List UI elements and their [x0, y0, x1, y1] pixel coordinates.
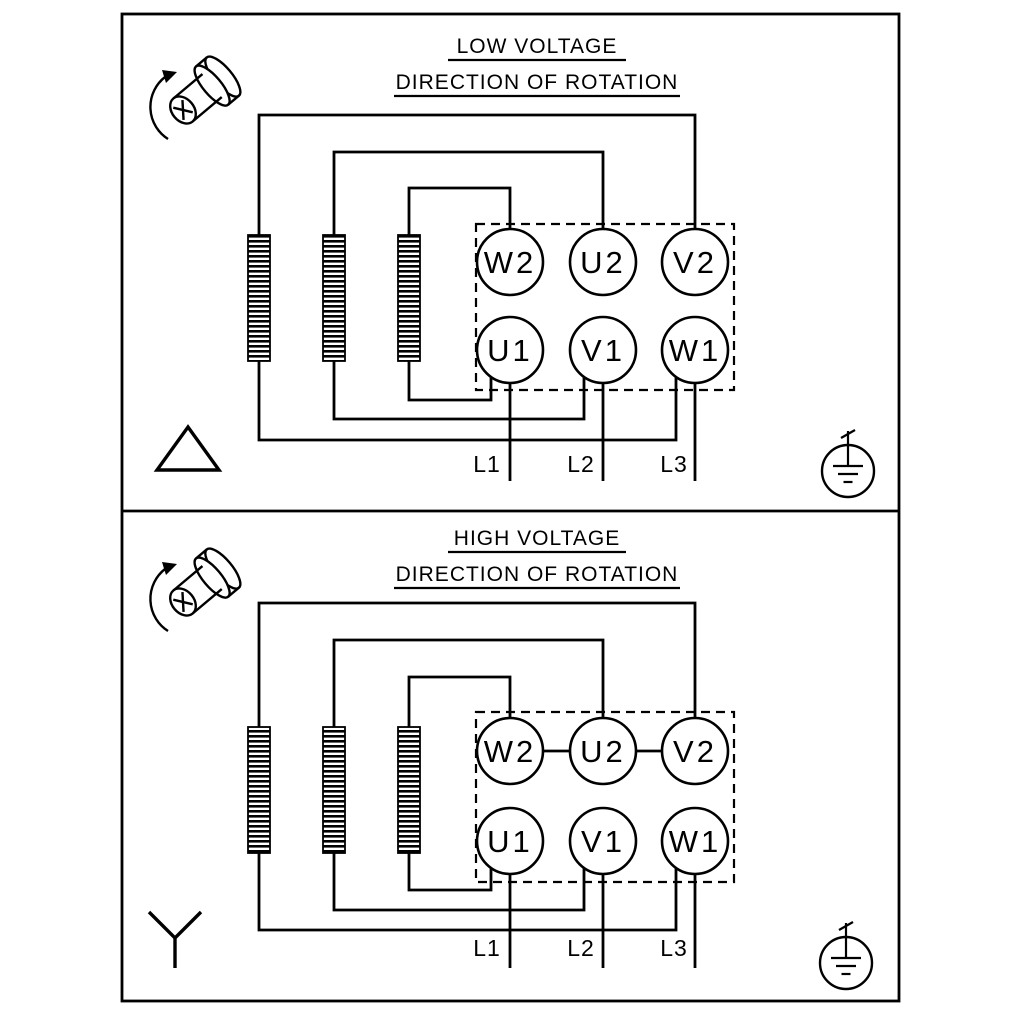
- terminal-label: U2: [580, 245, 626, 280]
- panel-title: LOW VOLTAGE: [457, 35, 618, 58]
- terminal-label: W1: [669, 333, 722, 368]
- wire-coil1-to-w1: [257, 853, 678, 932]
- line-label-l1: L1: [473, 451, 501, 477]
- terminal-w1: W1: [660, 806, 730, 876]
- terminal-v1: V1: [568, 806, 638, 876]
- terminal-label: U2: [580, 734, 626, 769]
- line-label-l1: L1: [473, 935, 501, 961]
- wire-coil1-to-w1: [257, 361, 678, 442]
- wire-coil1-to-v2: [257, 601, 697, 727]
- high-voltage-panel: HIGH VOLTAGE DIRECTION OF ROTATION W2: [147, 527, 874, 991]
- panel-title: HIGH VOLTAGE: [454, 527, 620, 550]
- motor-shaft-icon: [157, 50, 247, 138]
- line-label-l2: L2: [567, 935, 595, 961]
- terminal-label: V2: [673, 734, 717, 769]
- winding-coil-3: [397, 726, 421, 854]
- wire-coil3-to-w2: [407, 186, 512, 235]
- motor-shaft-icon: [157, 542, 247, 630]
- terminal-label: W2: [484, 734, 537, 769]
- wire-coil2-to-v1: [332, 361, 586, 421]
- terminal-w2: W2: [475, 716, 545, 786]
- terminal-u2: U2: [568, 716, 638, 786]
- terminal-v1: V1: [568, 315, 638, 385]
- wire-coil3-to-u1: [407, 853, 493, 892]
- terminal-w2: W2: [475, 227, 545, 297]
- terminal-label: V2: [673, 245, 717, 280]
- terminal-label: V1: [581, 333, 625, 368]
- terminal-label: V1: [581, 824, 625, 859]
- wire-coil2-to-u2: [332, 638, 605, 727]
- low-voltage-panel: LOW VOLTAGE DIRECTION OF ROTATION W2 U2: [149, 35, 876, 499]
- terminal-label: W2: [484, 245, 537, 280]
- terminal-v2: V2: [660, 227, 730, 297]
- winding-coil-2: [322, 726, 346, 854]
- panel-subtitle: DIRECTION OF ROTATION: [396, 563, 679, 586]
- winding-coil-1: [247, 726, 271, 854]
- wire-coil3-to-u1: [407, 361, 493, 402]
- terminal-u1: U1: [475, 806, 545, 876]
- terminal-label: U1: [487, 333, 533, 368]
- line-label-l3: L3: [660, 935, 688, 961]
- terminal-u2: U2: [568, 227, 638, 297]
- earth-ground-icon: [818, 920, 874, 991]
- terminal-box: [474, 710, 736, 884]
- terminal-label: W1: [669, 824, 722, 859]
- line-label-l2: L2: [567, 451, 595, 477]
- terminal-box: [474, 222, 736, 392]
- wire-coil1-to-v2: [257, 113, 697, 235]
- terminal-u1: U1: [475, 315, 545, 385]
- wire-coil2-to-u2: [332, 150, 605, 235]
- terminal-label: U1: [487, 824, 533, 859]
- winding-coil-3: [397, 234, 421, 362]
- winding-coil-2: [322, 234, 346, 362]
- wire-coil2-to-v1: [332, 853, 586, 912]
- delta-connection-icon: [153, 424, 223, 472]
- panel-subtitle: DIRECTION OF ROTATION: [396, 71, 679, 94]
- earth-ground-icon: [820, 428, 876, 499]
- winding-coil-1: [247, 234, 271, 362]
- wire-coil3-to-w2: [407, 675, 512, 727]
- diagram-border: [120, 12, 901, 1003]
- terminal-v2: V2: [660, 716, 730, 786]
- star-connection-icon: [147, 910, 203, 968]
- terminal-w1: W1: [660, 315, 730, 385]
- line-label-l3: L3: [660, 451, 688, 477]
